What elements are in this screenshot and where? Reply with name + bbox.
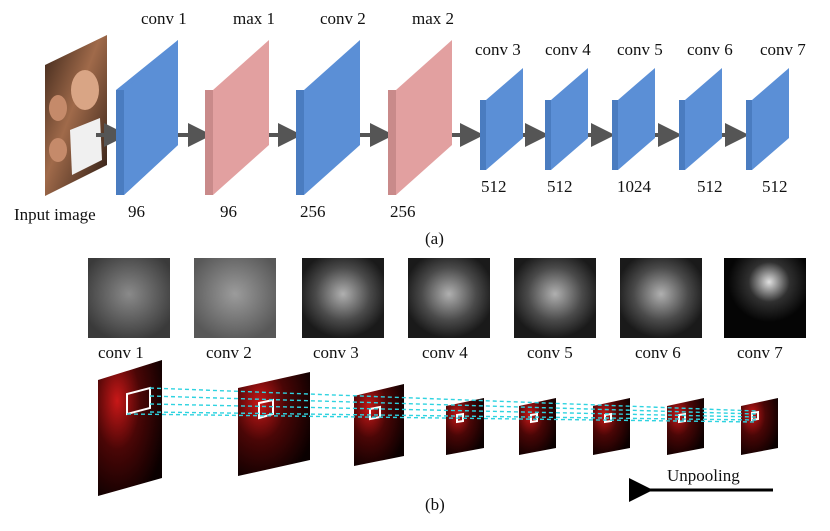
layer-name-max2: max 2 (412, 9, 455, 28)
feature-label-conv1: conv 1 (98, 343, 144, 362)
heatmap-4 (446, 398, 484, 455)
layer-conv7 (746, 68, 789, 170)
feature-label-conv5: conv 5 (527, 343, 573, 362)
layer-name-conv5: conv 5 (617, 40, 663, 59)
channels-conv2: 256 (300, 202, 326, 221)
layer-name-conv6: conv 6 (687, 40, 733, 59)
heatmap-8 (741, 398, 778, 455)
feature-map-conv5 (514, 258, 596, 338)
layer-conv3 (480, 68, 523, 170)
layer-conv6 (679, 68, 722, 170)
unpooling-label: Unpooling (667, 466, 740, 485)
channels-conv3: 512 (481, 177, 507, 196)
channels-max1: 96 (220, 202, 237, 221)
layer-name-max1: max 1 (233, 9, 276, 28)
feature-label-conv4: conv 4 (422, 343, 468, 362)
channels-conv1: 96 (128, 202, 145, 221)
feature-label-conv6: conv 6 (635, 343, 681, 362)
feature-map-conv3 (302, 258, 384, 338)
input-image-label: Input image (14, 205, 96, 224)
layer-conv4 (545, 68, 588, 170)
channels-conv4: 512 (547, 177, 573, 196)
correspondence-lines (126, 387, 757, 423)
layer-max1 (205, 40, 269, 195)
heatmap-2 (238, 372, 310, 476)
caption-a: (a) (425, 229, 444, 248)
channels-conv5: 1024 (617, 177, 651, 196)
channels-conv7: 512 (762, 177, 788, 196)
layer-name-conv4: conv 4 (545, 40, 591, 59)
channels-max2: 256 (390, 202, 416, 221)
layer-name-conv1: conv 1 (141, 9, 187, 28)
feature-label-conv7: conv 7 (737, 343, 783, 362)
layer-name-conv2: conv 2 (320, 9, 366, 28)
feature-map-conv7 (724, 258, 806, 338)
channels-conv6: 512 (697, 177, 723, 196)
feature-map-conv6 (620, 258, 702, 338)
heatmap-7 (667, 398, 704, 455)
caption-b: (b) (425, 495, 445, 514)
layer-conv2 (296, 40, 360, 195)
feature-thumbnails (88, 258, 806, 338)
feature-map-conv1 (88, 258, 170, 338)
feature-label-conv3: conv 3 (313, 343, 359, 362)
layer-conv5 (612, 68, 655, 170)
layer-max2 (388, 40, 452, 195)
heatmap-3 (354, 384, 404, 466)
layer-conv1 (116, 40, 178, 195)
feature-map-conv4 (408, 258, 490, 338)
input-image (45, 35, 107, 196)
layer-name-conv3: conv 3 (475, 40, 521, 59)
feature-map-conv2 (194, 258, 276, 338)
heatmap-1 (98, 360, 162, 496)
feature-label-conv2: conv 2 (206, 343, 252, 362)
layer-name-conv7: conv 7 (760, 40, 806, 59)
heatmap-6 (593, 398, 630, 455)
